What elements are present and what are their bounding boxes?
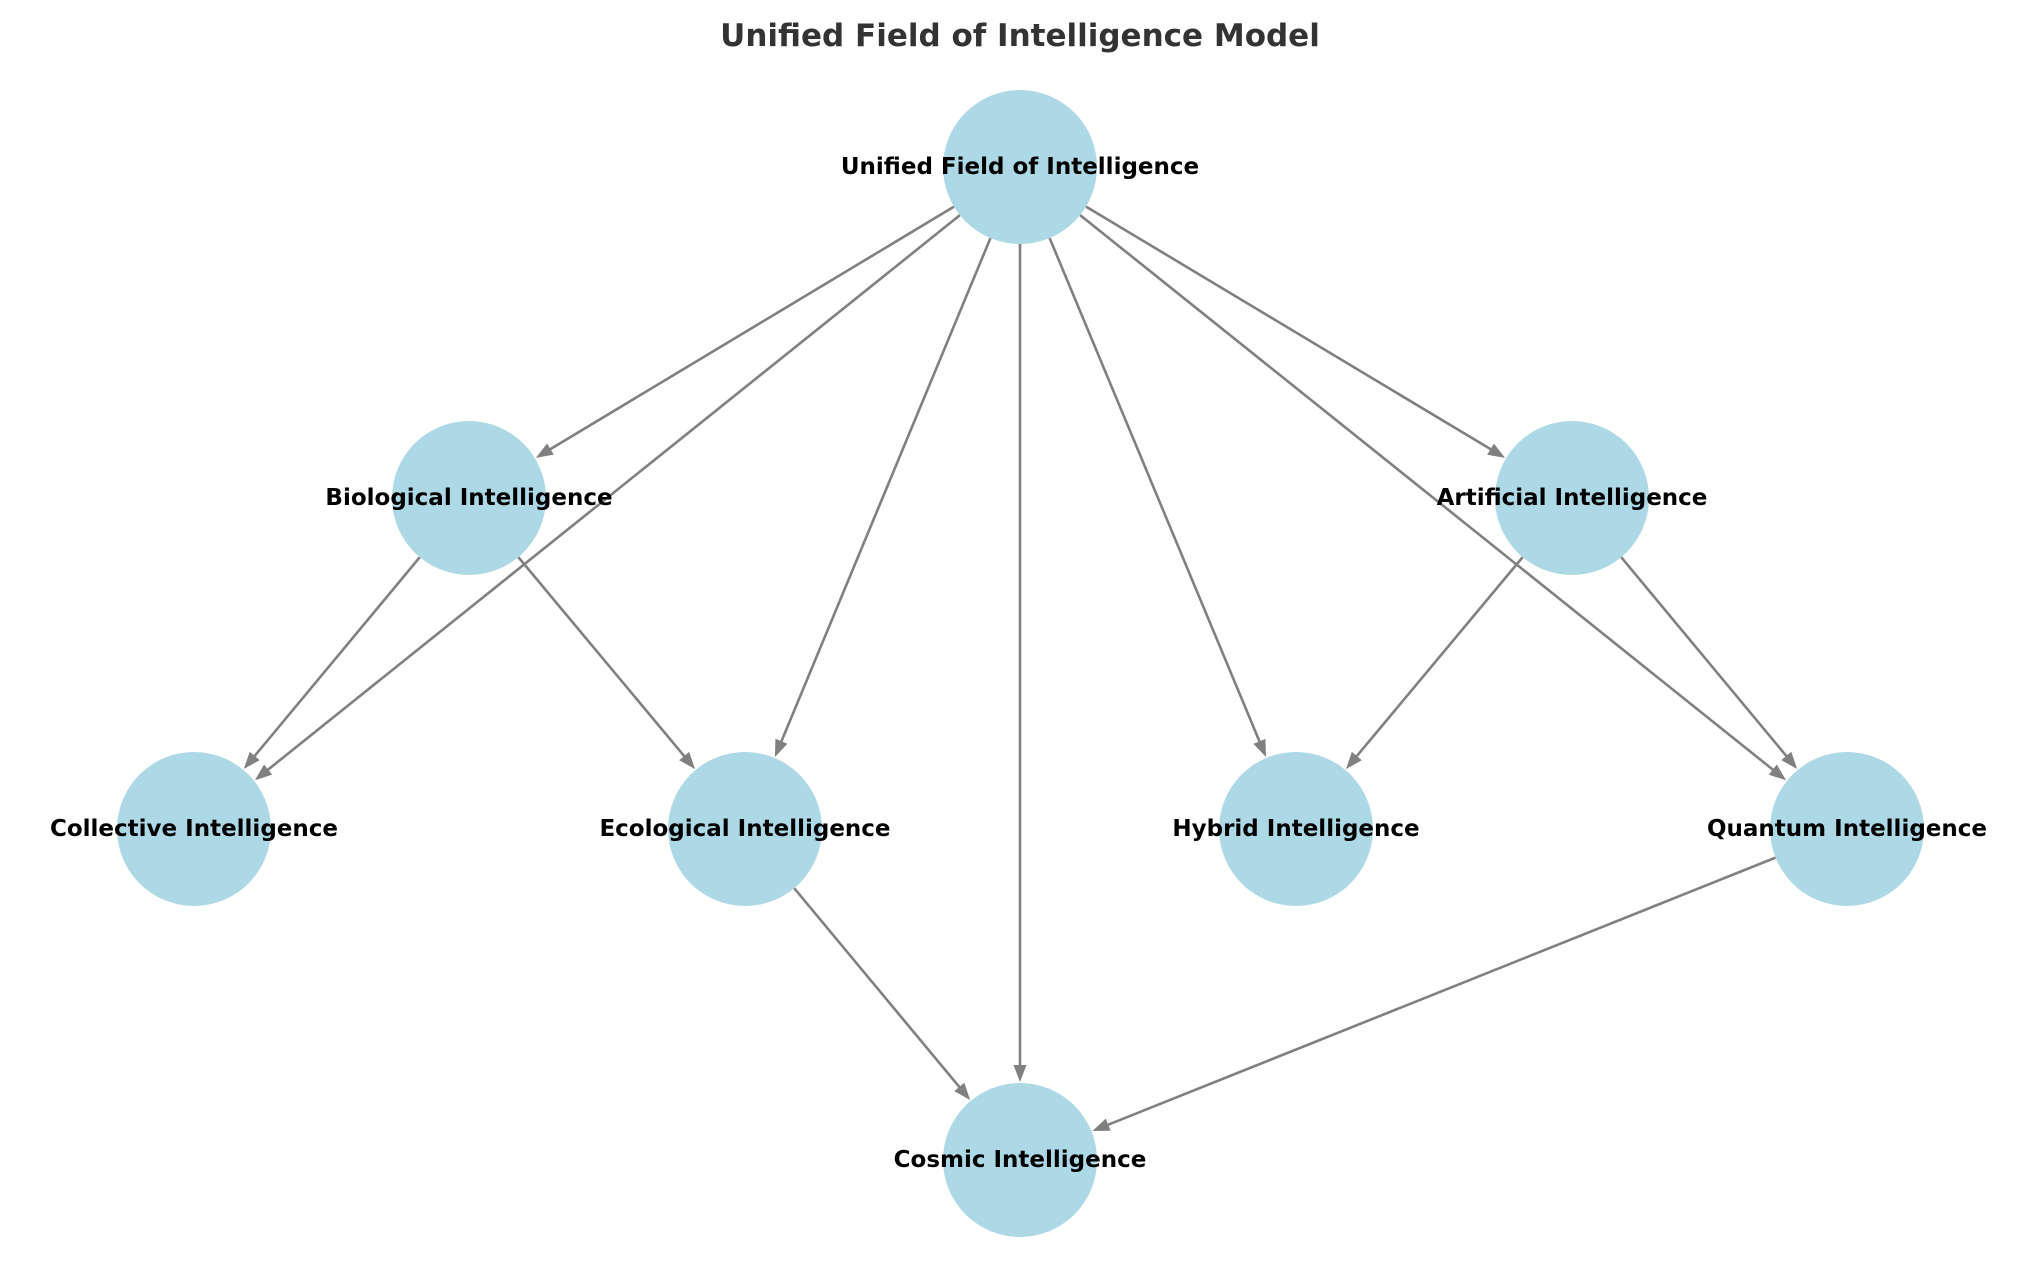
node-cosmic: Cosmic Intelligence (894, 1083, 1147, 1237)
edge-line (1620, 556, 1789, 759)
arrowhead (774, 738, 788, 757)
edge-unified-to-biological (535, 205, 955, 458)
node-label: Quantum Intelligence (1707, 816, 1987, 842)
arrowhead (243, 751, 260, 770)
edge-ecological-to-cosmic (793, 887, 971, 1101)
node-label: Collective Intelligence (50, 816, 338, 842)
arrowhead (954, 1082, 971, 1101)
arrowhead (1768, 764, 1787, 781)
node-ecological: Ecological Intelligence (599, 752, 891, 906)
edge-line (265, 214, 961, 772)
node-circle (943, 90, 1097, 244)
edge-unified-to-ecological (774, 237, 992, 757)
edge-biological-to-collective (243, 556, 421, 770)
node-biological: Biological Intelligence (325, 421, 613, 575)
node-circle (668, 752, 822, 906)
edge-line (793, 887, 962, 1090)
arrowhead (1092, 1118, 1111, 1132)
node-circle (943, 1083, 1097, 1237)
arrowhead (254, 764, 273, 781)
edges-layer (243, 205, 1798, 1132)
edge-line (548, 205, 955, 452)
arrowhead (1013, 1065, 1027, 1082)
node-collective: Collective Intelligence (50, 752, 338, 906)
node-unified: Unified Field of Intelligence (841, 90, 1199, 244)
edge-artificial-to-hybrid (1345, 556, 1524, 770)
edge-line (779, 237, 992, 744)
edge-unified-to-quantum (1079, 214, 1787, 781)
edge-unified-to-hybrid (1048, 237, 1266, 758)
node-circle (117, 752, 271, 906)
edge-unified-to-artificial (1085, 205, 1506, 458)
node-label: Biological Intelligence (325, 485, 612, 511)
node-circle (392, 421, 546, 575)
edge-line (1085, 205, 1493, 452)
node-hybrid: Hybrid Intelligence (1172, 752, 1420, 906)
node-label: Cosmic Intelligence (894, 1147, 1147, 1173)
edge-line (1079, 214, 1776, 772)
edge-unified-to-cosmic (1013, 244, 1027, 1082)
edge-line (252, 556, 421, 759)
nodes-layer: Unified Field of IntelligenceBiological … (50, 90, 1987, 1237)
edge-unified-to-collective (254, 214, 961, 781)
arrowhead (535, 443, 554, 458)
edge-line (1048, 237, 1262, 744)
node-quantum: Quantum Intelligence (1707, 752, 1987, 906)
edge-quantum-to-cosmic (1092, 856, 1776, 1132)
edge-line (1105, 856, 1776, 1127)
node-circle (1770, 752, 1924, 906)
edge-line (517, 556, 687, 759)
arrowhead (1253, 738, 1266, 758)
node-label: Unified Field of Intelligence (841, 154, 1199, 180)
edge-line (1354, 556, 1524, 759)
diagram-title: Unified Field of Intelligence Model (720, 18, 1320, 54)
arrowhead (1345, 751, 1362, 770)
node-artificial: Artificial Intelligence (1437, 421, 1708, 575)
edge-artificial-to-quantum (1620, 556, 1798, 770)
node-circle (1495, 421, 1649, 575)
node-label: Artificial Intelligence (1437, 485, 1708, 511)
node-label: Hybrid Intelligence (1172, 816, 1419, 842)
arrowhead (679, 751, 696, 770)
arrowhead (1781, 751, 1798, 770)
node-label: Ecological Intelligence (599, 816, 890, 842)
node-circle (1219, 752, 1373, 906)
edge-biological-to-ecological (517, 556, 696, 770)
arrowhead (1487, 443, 1506, 458)
